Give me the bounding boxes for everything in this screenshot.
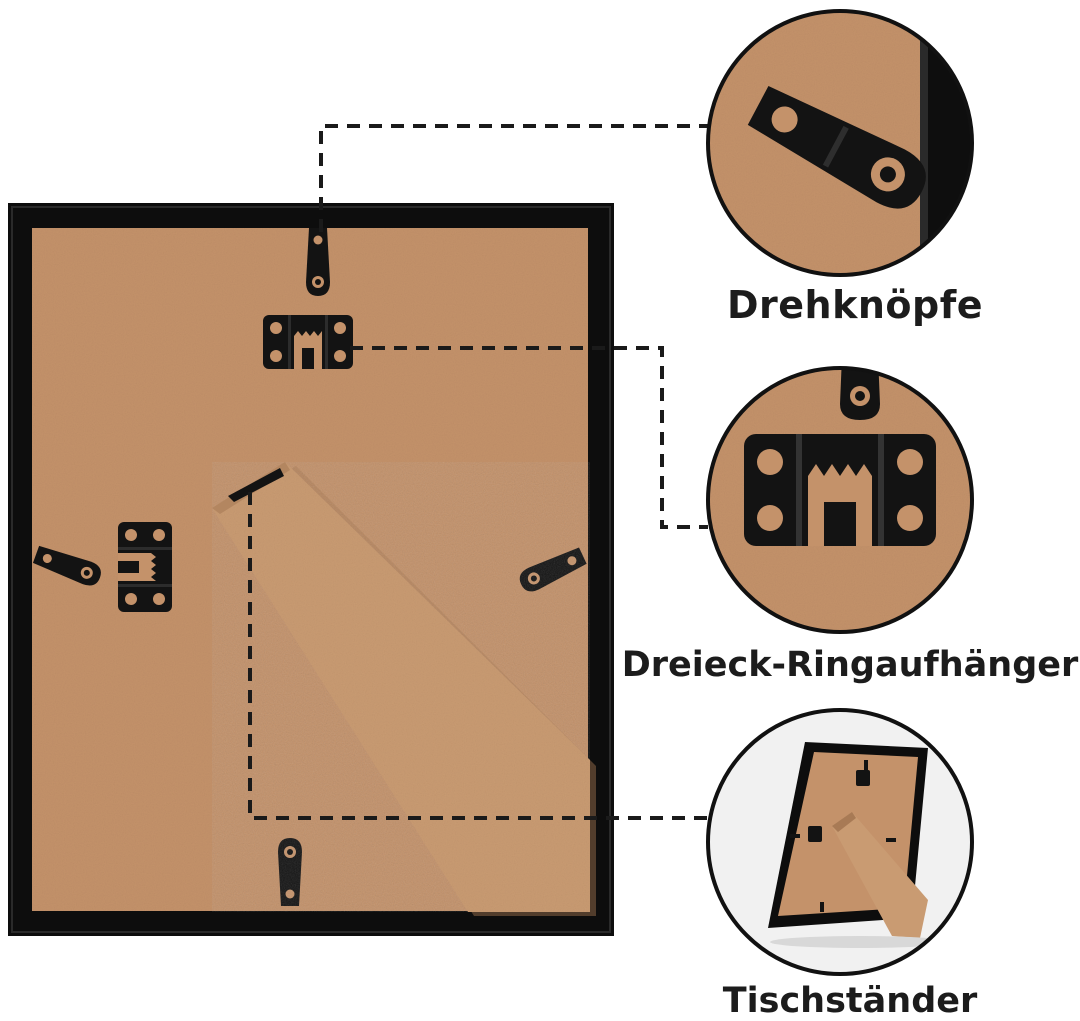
zoom-circle-triangle-hanger	[706, 366, 974, 634]
sawtooth-hanger-icon	[263, 315, 353, 369]
label-turn-buttons: Drehknöpfe	[726, 283, 984, 327]
label-table-stand: Tischständer	[722, 981, 978, 1021]
connector-lines	[248, 124, 708, 820]
turn-button-icon	[306, 228, 330, 296]
sawtooth-hanger-icon	[118, 522, 172, 612]
picture-frame-back	[8, 203, 614, 936]
connector-triangle-hanger	[350, 346, 708, 529]
zoom-circle-table-stand	[706, 708, 974, 976]
connector-turn-button	[319, 124, 708, 232]
zoom-circle-border	[706, 708, 974, 976]
easel-stand-icon	[212, 462, 596, 916]
zoom-circle-turn-button	[706, 9, 974, 277]
zoom-circle-border	[706, 366, 974, 634]
turn-button-icon	[278, 838, 302, 906]
turn-button-icon	[747, 85, 926, 209]
easel-stand-icon	[832, 812, 928, 938]
sawtooth-hanger-icon	[744, 434, 936, 546]
label-triangle-ring-hanger: Dreieck-Ringaufhänger	[621, 645, 1079, 685]
turn-button-icon	[840, 368, 880, 420]
zoom-circle-border	[706, 9, 974, 277]
